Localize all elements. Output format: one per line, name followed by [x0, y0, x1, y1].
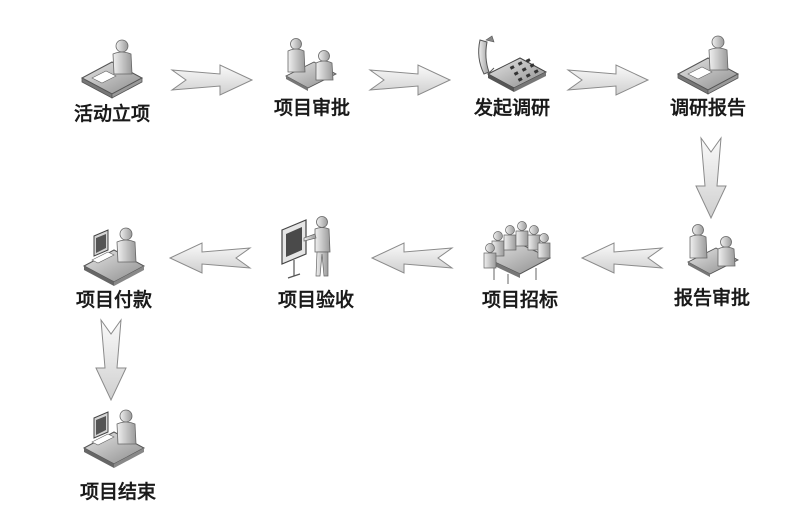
presenter-board-icon: [281, 215, 331, 279]
person-at-computer-icon: [83, 409, 145, 469]
meeting-icon: [285, 38, 337, 92]
flow-arrow: [369, 64, 451, 96]
person-at-computer-icon: [83, 227, 145, 287]
flow-arrow: [695, 137, 727, 219]
conference-table-icon: [483, 221, 551, 285]
step-label: 项目结束: [80, 480, 157, 503]
flow-arrow: [95, 319, 127, 401]
flow-arrow: [169, 242, 251, 274]
meeting-icon: [687, 224, 739, 278]
step-label: 项目验收: [278, 288, 354, 311]
step-3: 发起调研: [473, 35, 550, 119]
step-1: 活动立项: [74, 39, 150, 125]
phone-icon: [478, 35, 547, 93]
step-label: 活动立项: [74, 102, 150, 125]
step-label: 调研报告: [670, 96, 746, 119]
step-7: 项目验收: [278, 215, 354, 311]
flow-arrow: [567, 64, 649, 96]
step-label: 项目审批: [274, 96, 350, 119]
step-label: 项目招标: [482, 288, 558, 311]
person-at-desk-icon: [677, 35, 739, 95]
step-label: 报告审批: [674, 286, 750, 309]
flow-arrow: [171, 64, 253, 96]
person-at-desk-icon: [81, 39, 143, 99]
step-label: 项目付款: [76, 288, 153, 311]
step-8: 项目付款: [76, 227, 153, 311]
step-label: 发起调研: [473, 96, 550, 119]
flow-arrow: [371, 242, 453, 274]
step-9: 项目结束: [80, 409, 157, 503]
step-6: 项目招标: [482, 221, 558, 311]
step-5: 报告审批: [674, 224, 750, 309]
step-2: 项目审批: [274, 38, 350, 119]
flow-arrow: [581, 242, 663, 274]
step-4: 调研报告: [670, 35, 746, 119]
